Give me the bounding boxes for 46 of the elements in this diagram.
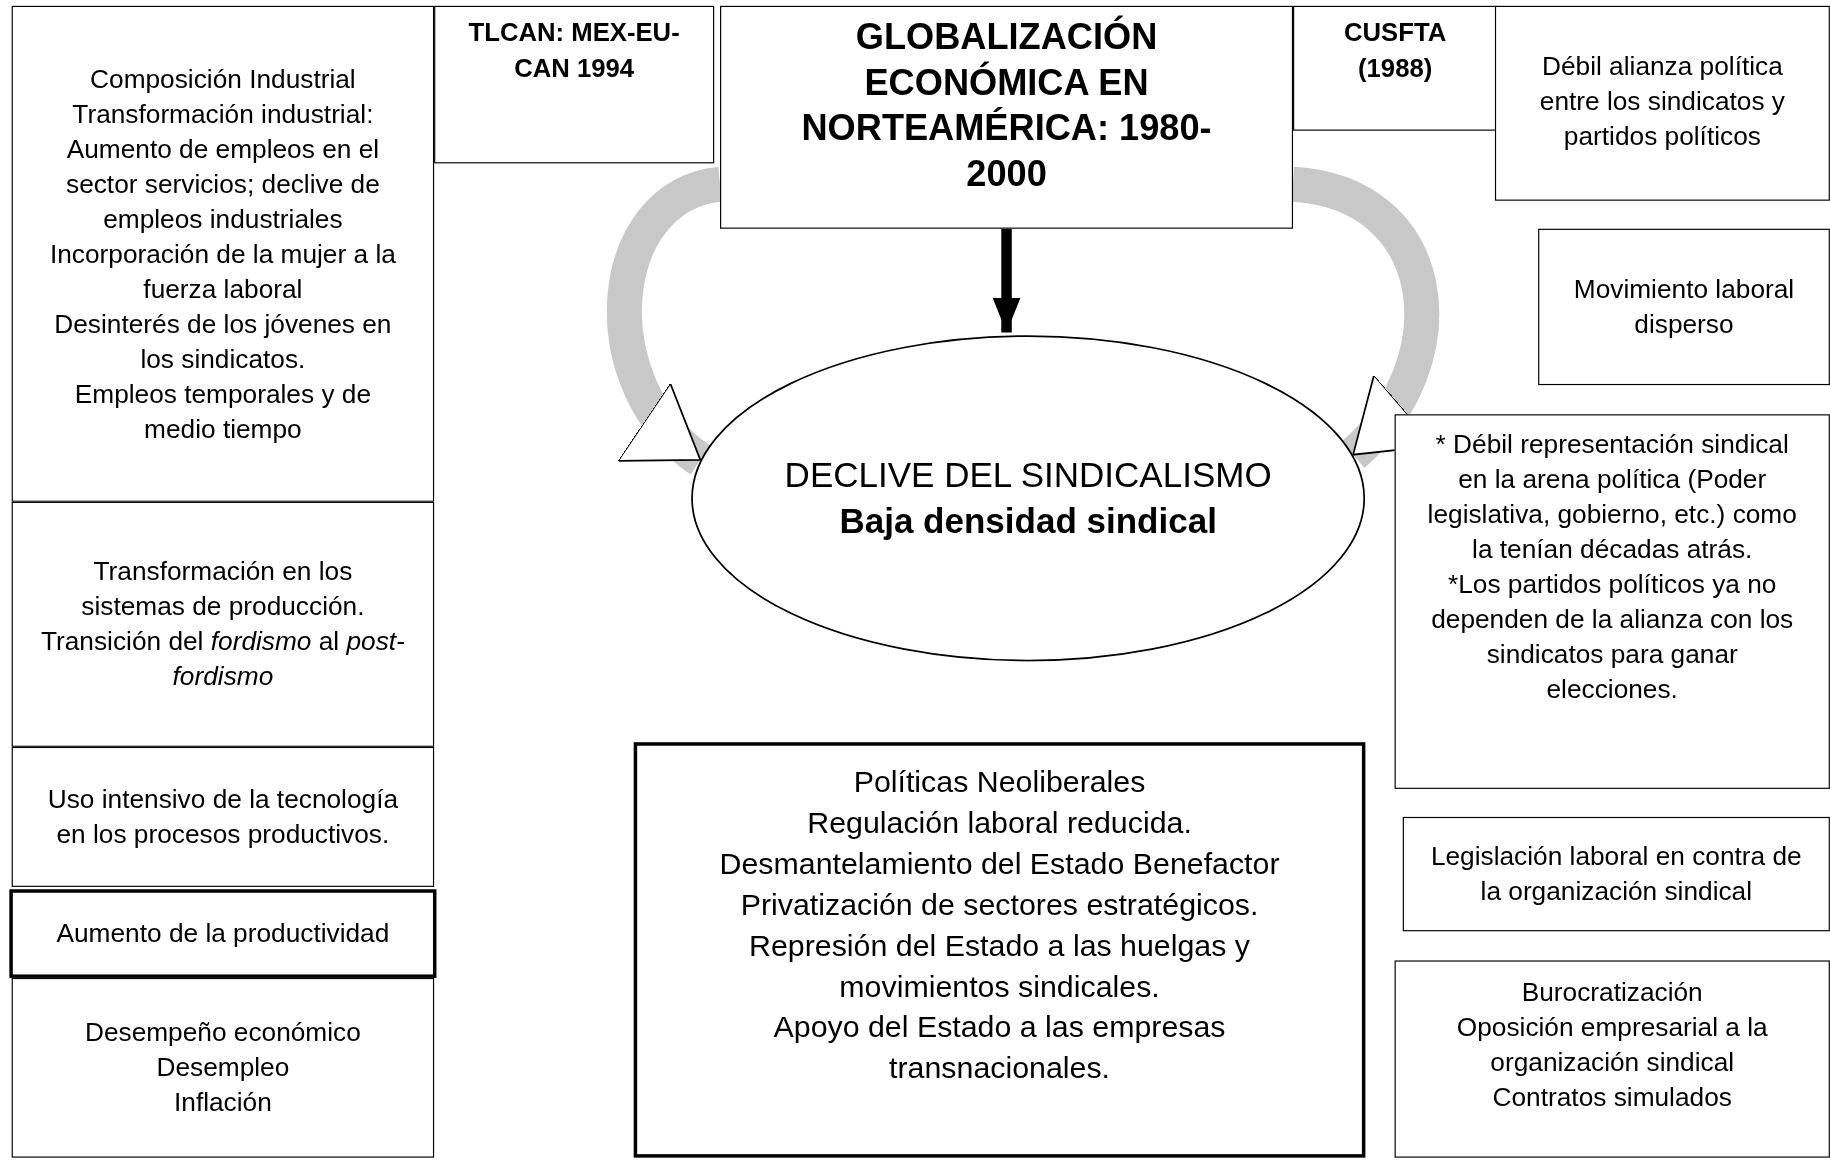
body-text: Desmantelamiento del Estado Benefactor xyxy=(719,845,1280,884)
body-text: Oposición empresarial a la organización sindical xyxy=(1455,1011,1769,1080)
heading-text: TLCAN: MEX-EU-CAN 1994 xyxy=(467,16,681,85)
body-text: *Los partidos políticos ya no dependen de la alianza con los sindicatos para ganar elecciones. xyxy=(1430,568,1795,706)
body-text: Contratos simulados xyxy=(1492,1082,1732,1115)
body-text: Desinterés de los jóvenes en los sindicatos. xyxy=(53,307,393,375)
body-text: Composición Industrial xyxy=(90,62,356,95)
body-text: Privatización de sectores estratégicos. xyxy=(740,885,1259,924)
text-box xyxy=(1394,960,1830,1158)
text-box xyxy=(1494,5,1830,201)
text-box xyxy=(633,742,1366,1158)
text-box xyxy=(720,5,1294,229)
body-text: Legislación laboral en contra de la organización sindical xyxy=(1429,840,1803,908)
heading-text: CUSFTA (1988) xyxy=(1343,16,1448,85)
text-box xyxy=(1394,414,1830,789)
body-text: Uso intensivo de la tecnología en los procesos productivos. xyxy=(46,783,400,851)
body-text: Aumento de la productividad xyxy=(56,917,390,950)
body-text: Burocratización xyxy=(1521,976,1703,1010)
body-text: Desempleo xyxy=(156,1051,290,1084)
body-text: DECLIVE DEL SINDICALISMO xyxy=(784,454,1272,496)
body-text: Empleos temporales y de medio tiempo xyxy=(73,377,373,445)
heading-text: GLOBALIZACIÓN ECONÓMICA EN NORTEAMÉRICA: 1980-2000 xyxy=(800,14,1213,196)
body-text: Políticas Neoliberales xyxy=(853,763,1146,802)
text-box xyxy=(11,977,435,1158)
ellipse-node xyxy=(690,334,1366,662)
body-text: Transformación industrial: Aumento de empleos en el sector servicios; declive de empleos industriales xyxy=(65,97,381,235)
text-box xyxy=(1402,816,1830,932)
body-text: * Débil representación sindical en la arena política (Poder legislativa, gobierno, etc.) como la tenían décadas atrás. xyxy=(1426,428,1798,566)
body-text: Débil alianza política entre los sindicatos y partidos políticos xyxy=(1538,50,1786,153)
text-box xyxy=(11,501,435,747)
body-text: Regulación laboral reducida. xyxy=(807,804,1192,843)
text-box xyxy=(11,746,435,887)
text-box xyxy=(9,889,437,978)
body-text: Transformación en los sistemas de producción. xyxy=(80,555,366,623)
text-box xyxy=(11,5,435,502)
body-text: Represión del Estado a las huelgas y movimientos sindicales. xyxy=(748,926,1251,1006)
body-text: Transición del fordismo al post-fordismo xyxy=(39,625,406,693)
body-text: Desempeño económico xyxy=(84,1016,361,1049)
body-text: Incorporación de la mujer a la fuerza laboral xyxy=(48,237,397,305)
heading-text: Baja densidad sindical xyxy=(839,500,1217,543)
body-text: Movimiento laboral disperso xyxy=(1572,273,1796,341)
text-box xyxy=(1538,228,1830,386)
body-text: Inflación xyxy=(174,1086,272,1119)
body-text: Apoyo del Estado a las empresas transnacionales. xyxy=(772,1008,1227,1088)
text-box xyxy=(434,5,715,164)
arrow xyxy=(992,228,1021,333)
